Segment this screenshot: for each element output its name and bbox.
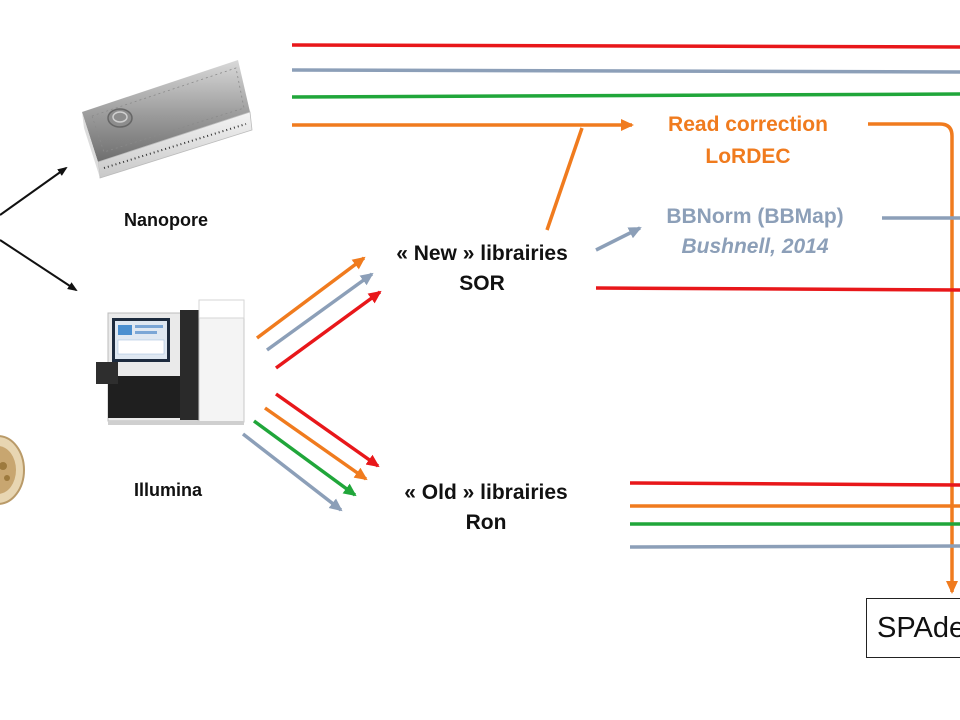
arrow-orange-old: [263, 406, 368, 481]
new-libraries-title: « New » librairies: [396, 242, 568, 265]
new-libraries-sub: SOR: [459, 272, 505, 296]
arrow-orange-new: [255, 256, 366, 340]
old-libraries-title: « Old » librairies: [404, 481, 568, 504]
bbnorm-label: BBNorm (BBMap) Bushnell, 2014: [642, 204, 868, 261]
bbnorm-ref: Bushnell, 2014: [681, 235, 829, 259]
arrow-to-nanopore: [0, 166, 68, 216]
line-green-top: [291, 92, 960, 99]
top-output-lines: [291, 43, 960, 131]
read-correction-title: Read correction: [668, 113, 828, 136]
arrow-red-new: [274, 290, 382, 370]
line-sor-red-output: [595, 286, 960, 292]
old-libraries-sub: Ron: [465, 511, 507, 535]
illumina-device-icon: [96, 299, 245, 425]
bbnorm-title: BBNorm (BBMap): [666, 205, 844, 228]
old-libraries-label: « Old » librairies Ron: [386, 480, 586, 537]
old-libraries-output-lines: [629, 481, 960, 549]
spades-box: SPAdes: [866, 598, 960, 658]
arrow-blue-new: [265, 272, 374, 352]
line-blue-top: [291, 68, 960, 74]
arrow-blue-old: [241, 432, 343, 512]
illumina-to-old-libraries-arrows: [241, 392, 380, 512]
line-red-old-out: [629, 481, 960, 487]
illumina-label: Illumina: [134, 480, 203, 500]
read-correction-output: [868, 122, 958, 594]
arrow-red-old: [274, 392, 380, 468]
arrow-green-old: [252, 419, 357, 497]
spades-label: SPAdes: [877, 612, 960, 644]
nanopore-label: Nanopore: [124, 210, 209, 230]
nanopore-device-icon: [82, 60, 253, 179]
petri-dish-icon: [0, 435, 25, 505]
arrow-sor-to-bbnorm: [595, 226, 642, 252]
new-libraries-label: « New » librairies SOR: [378, 241, 586, 298]
illumina-to-new-libraries-arrows: [255, 256, 382, 370]
sample-to-device-arrows: [0, 166, 78, 292]
arrow-to-illumina: [0, 239, 78, 292]
line-blue-old-out: [629, 544, 960, 549]
read-correction-label: Read correction LoRDEC: [648, 112, 848, 171]
arrow-sor-to-read-correction: [545, 127, 584, 231]
read-correction-tool: LoRDEC: [705, 145, 791, 169]
line-red-top: [291, 43, 960, 49]
